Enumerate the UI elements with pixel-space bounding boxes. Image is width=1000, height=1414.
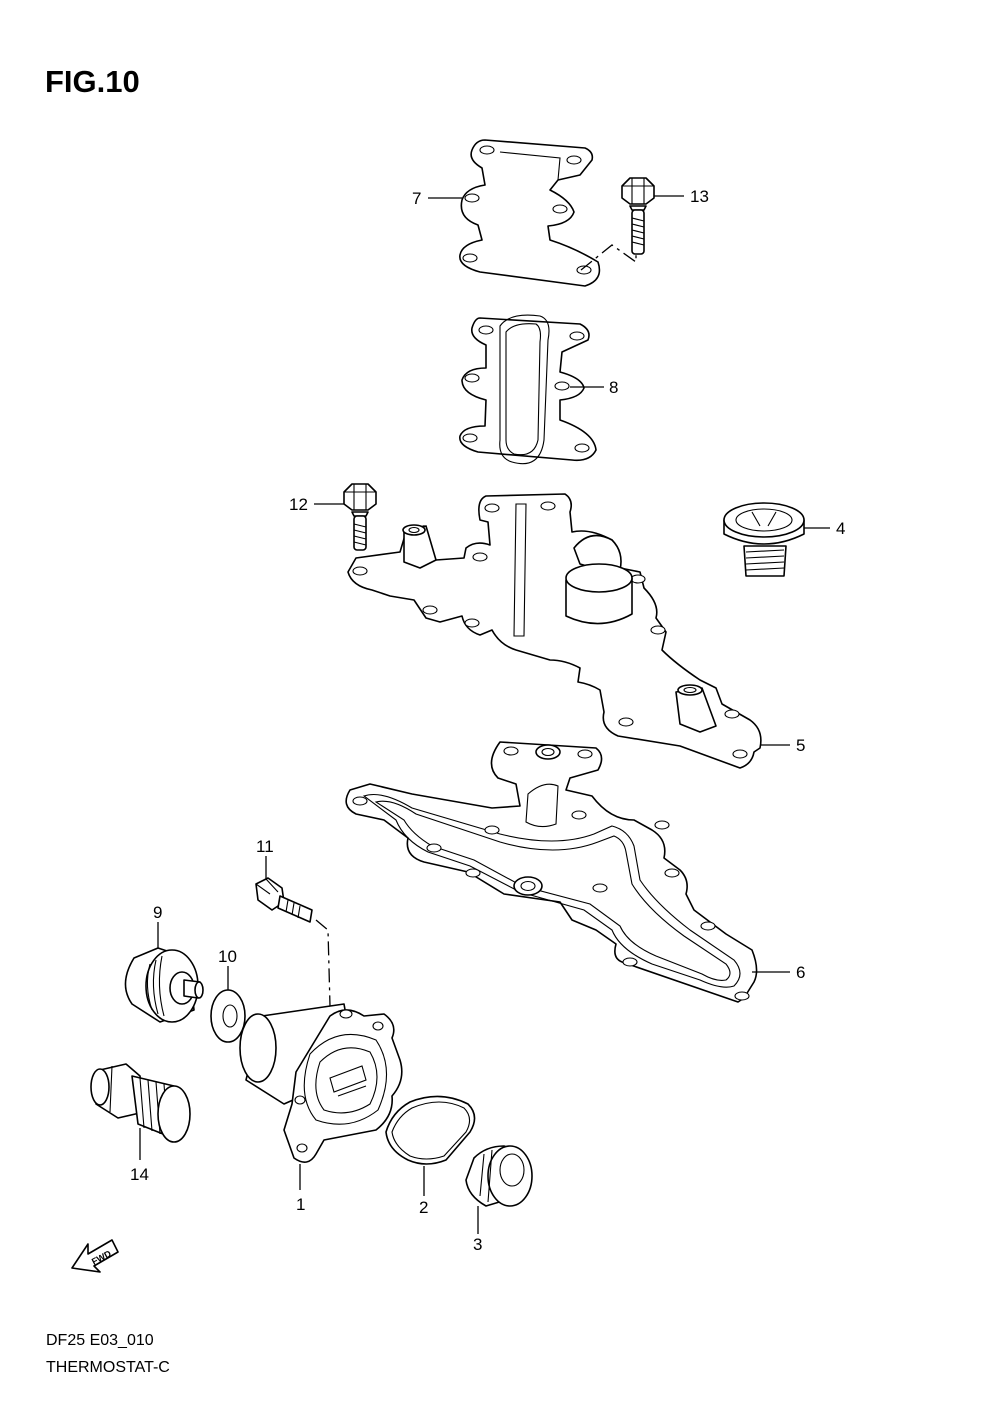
part-14-connector — [90, 1063, 191, 1143]
callout-10: 10 — [218, 947, 237, 966]
callouts: 1 2 3 4 5 6 7 8 9 10 11 12 13 14 — [130, 187, 845, 1254]
callout-2: 2 — [419, 1198, 428, 1217]
callout-14: 14 — [130, 1165, 149, 1184]
callout-13: 13 — [690, 187, 709, 206]
part-9-plug — [124, 947, 204, 1023]
part-8-gasket — [459, 314, 597, 465]
callout-3: 3 — [473, 1235, 482, 1254]
callout-4: 4 — [836, 519, 845, 538]
callout-7: 7 — [412, 189, 421, 208]
part-3-plug — [465, 1145, 533, 1207]
part-11-bolt — [255, 877, 313, 923]
fwd-arrow-icon: FWD — [71, 1239, 119, 1273]
callout-1: 1 — [296, 1195, 305, 1214]
callout-5: 5 — [796, 736, 805, 755]
part-12-bolt — [343, 483, 377, 551]
callout-6: 6 — [796, 963, 805, 982]
part-1-housing — [239, 1003, 403, 1163]
part-6-gasket — [345, 741, 758, 1003]
part-7-bolt-path — [580, 240, 637, 271]
callout-8: 8 — [609, 378, 618, 397]
callout-9: 9 — [153, 903, 162, 922]
part-10-washer — [210, 989, 246, 1043]
part-7-cover-plate — [459, 139, 601, 287]
part-11-bolt-path — [315, 919, 341, 1017]
callout-11: 11 — [256, 837, 274, 856]
part-13-bolt — [621, 177, 655, 255]
footer-name: THERMOSTAT-C — [46, 1359, 170, 1376]
part-5-thermostat-housing — [347, 493, 762, 769]
part-4-thermostat — [723, 502, 805, 577]
part-2-o-ring — [385, 1095, 476, 1165]
figure-title: FIG.10 — [45, 64, 140, 99]
footer-code: DF25 E03_010 — [46, 1332, 154, 1349]
callout-12: 12 — [289, 495, 308, 514]
